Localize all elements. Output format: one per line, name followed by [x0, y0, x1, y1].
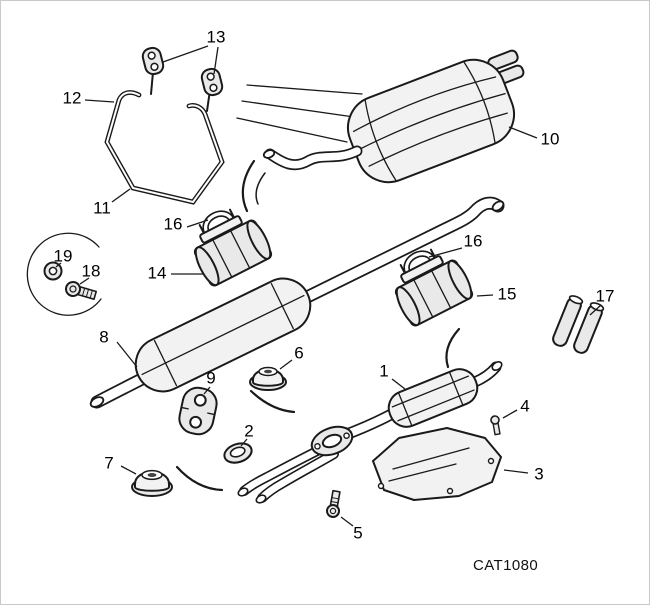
rubber-mount-front	[249, 366, 287, 391]
callout-rubber-mount-rear: 7	[104, 453, 114, 473]
clamp-front	[193, 208, 273, 287]
hanger-frame	[104, 71, 225, 205]
callout-heat-shield: 3	[534, 464, 544, 484]
rear-muffler	[347, 49, 525, 184]
flange-bolt	[326, 489, 341, 518]
callout-detail-washer: 19	[53, 246, 73, 266]
callout-gasket: 2	[244, 421, 254, 441]
catalytic-converter	[387, 368, 479, 428]
callout-hanger-frame-lower: 11	[93, 198, 111, 218]
callout-clamp-bracket-rear: 16	[463, 231, 483, 251]
rubber-hanger-a	[141, 46, 165, 76]
detail-circle	[26, 232, 102, 316]
heat-shield	[372, 427, 502, 501]
rubber-mount-rear	[131, 469, 173, 497]
callout-clamp-band-front: 14	[147, 263, 167, 283]
callout-hanger-frame-upper: 12	[62, 88, 82, 108]
gasket	[223, 442, 253, 464]
flange	[310, 425, 354, 457]
callout-center-resonator: 8	[99, 327, 109, 347]
callout-shield-bolt: 4	[520, 396, 530, 416]
callout-rubber-hanger-ring: 9	[206, 368, 216, 388]
mounting-reference-lines	[236, 84, 363, 143]
callout-clamp-bracket-front: 16	[163, 214, 183, 234]
callout-clamp-band-rear: 15	[497, 284, 517, 304]
clamp-rear	[394, 248, 474, 327]
bolt-18	[65, 281, 98, 300]
center-resonator	[134, 277, 312, 393]
callout-detail-bolt: 18	[81, 261, 101, 281]
diagram-code: CAT1080	[473, 557, 539, 574]
callout-catalytic-converter: 1	[379, 361, 389, 381]
rubber-hanger-ring	[178, 386, 218, 436]
motion-arcs	[175, 159, 461, 492]
leader-lines	[55, 45, 602, 527]
callout-flange-bolt: 5	[353, 523, 363, 543]
callout-tailpipe-tips: 17	[595, 286, 615, 306]
callout-rear-muffler: 10	[540, 129, 560, 149]
muffler-inlet-pipe	[262, 145, 363, 171]
shield-bolt	[490, 415, 501, 436]
rubber-hanger-b	[200, 67, 224, 97]
callout-rubber-hangers: 13	[206, 27, 226, 47]
callout-rubber-mount-front: 6	[294, 343, 304, 363]
tailpipe-tips	[552, 295, 605, 354]
front-pipe-assembly	[237, 361, 503, 504]
